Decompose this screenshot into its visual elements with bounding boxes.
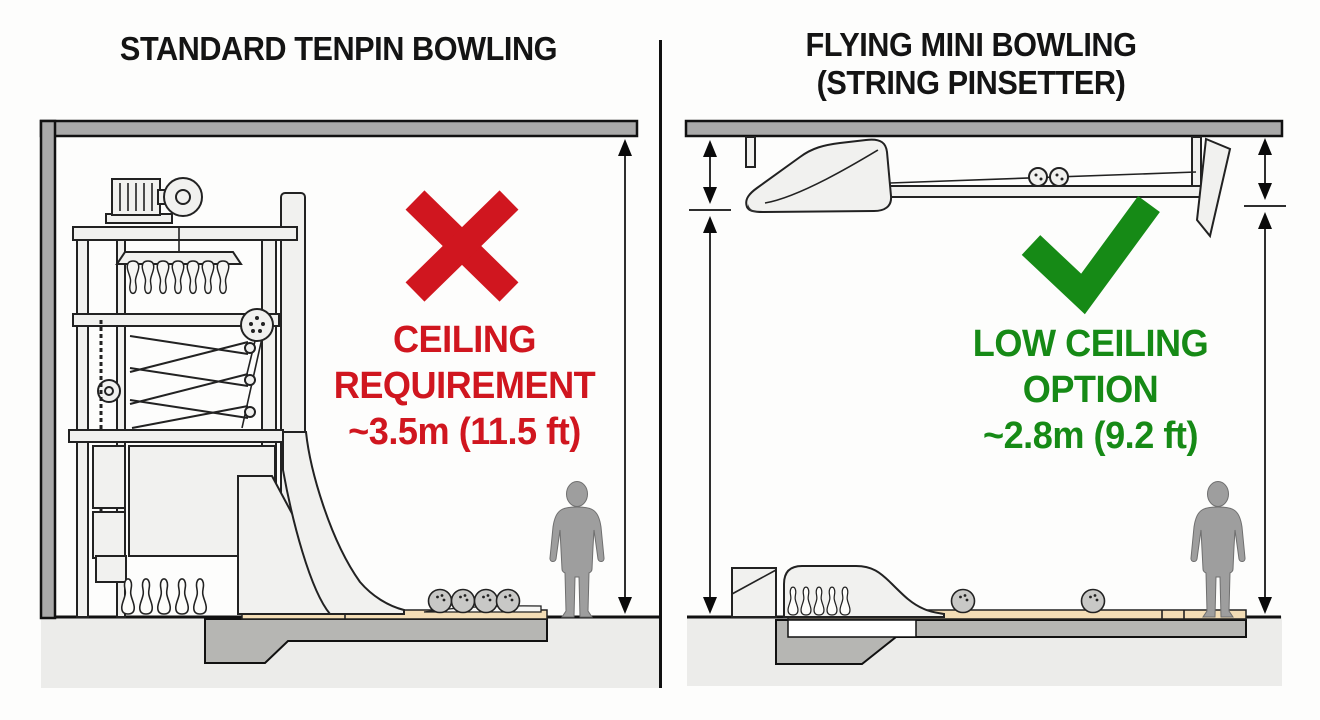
left-dimension-arrow [618,139,632,614]
right-panel-title-line1: FLYING MINI BOWLING [805,26,1137,63]
right-callout-value: ~2.8m (9.2 ft) [982,415,1199,457]
right-ceiling [684,119,1284,138]
right-person-figure [1190,481,1246,618]
right-dimension-arrow-right [1244,138,1286,614]
tenpin-pinsetter-machine [68,177,405,618]
hanging-pins [126,260,230,295]
left-panel-title: STANDARD TENPIN BOWLING [119,30,558,67]
left-wall [39,119,57,620]
pin-housing-cover [783,565,945,618]
right-bowling-balls [950,588,1106,614]
left-callout-value: ~3.5m (11.5 ft) [348,411,581,453]
deflector-fin [1195,137,1232,239]
right-callout-line1: LOW CEILING [972,323,1209,365]
left-panel-scene [39,119,659,688]
left-callout-line2: REQUIREMENT [333,365,596,407]
string-pinsetter-machine [745,136,1232,239]
right-panel-title-line2: (STRING PINSETTER) [816,64,1126,101]
right-dimension-arrow-left [689,140,731,614]
panel-divider [659,40,662,688]
pin-deck-void [787,619,917,638]
x-mark-icon [405,190,519,302]
left-callout-line1: CEILING [392,319,537,361]
right-panel-scene [684,119,1286,686]
left-ceiling [39,119,639,138]
pit-back-box [731,567,777,618]
right-panel-title: FLYING MINI BOWLING (STRING PINSETTER) [706,26,1236,102]
right-callout: LOW CEILING OPTION ~2.8m (9.2 ft) [927,321,1255,459]
check-mark-icon [1021,196,1160,315]
elevator-belts [129,335,249,429]
left-person-figure [549,481,605,618]
standing-pins [120,578,208,615]
right-callout-line2: OPTION [1022,369,1159,411]
left-callout: CEILING REQUIREMENT ~3.5m (11.5 ft) [301,317,629,455]
